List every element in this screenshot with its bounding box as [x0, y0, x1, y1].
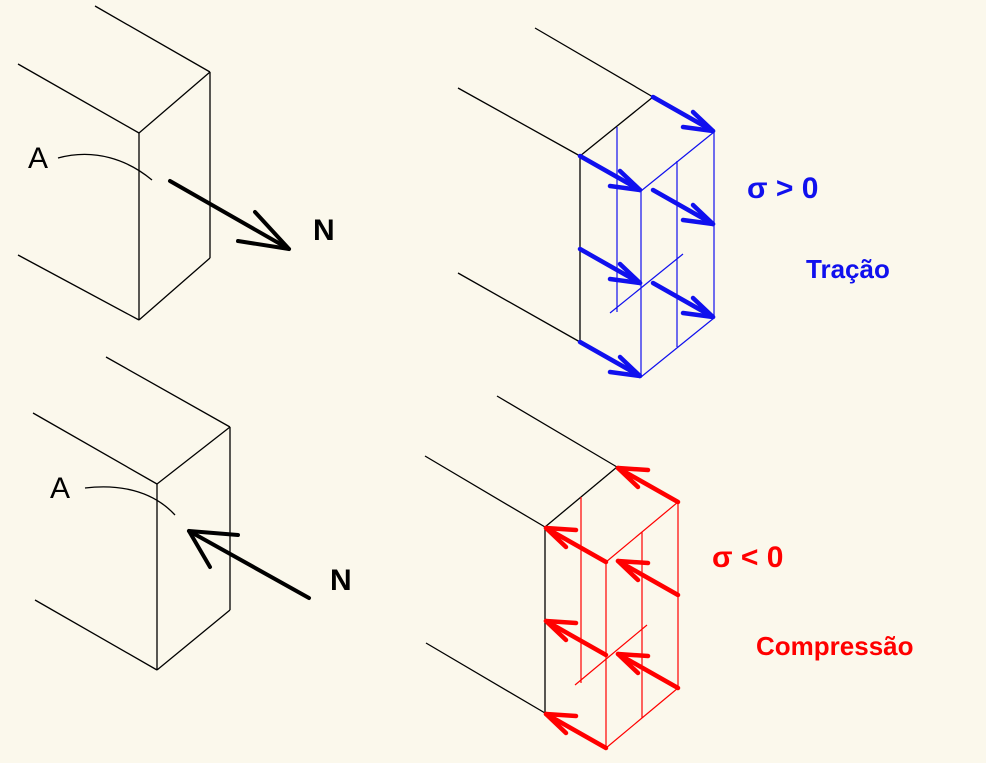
tension-beam — [17, 5, 211, 321]
area-label: A — [28, 142, 48, 175]
tension-stress-sign-label: σ > 0 — [747, 172, 818, 205]
area-leader-line — [57, 153, 153, 181]
compression-area-leader-line — [84, 486, 176, 516]
compression-description-label: Compressão — [756, 631, 914, 661]
compression-force-arrow — [187, 529, 311, 600]
normal-force-arrow — [168, 179, 291, 251]
tension-stress-arrows — [577, 94, 716, 379]
compression-beam — [32, 356, 231, 671]
compression-area-label: A — [50, 472, 70, 505]
compression-stress-arrows — [543, 465, 681, 751]
force-label: N — [313, 214, 335, 247]
tension-description-label: Tração — [806, 254, 890, 284]
compression-stress-sign-label: σ < 0 — [712, 541, 783, 574]
compression-force-label: N — [330, 564, 352, 597]
